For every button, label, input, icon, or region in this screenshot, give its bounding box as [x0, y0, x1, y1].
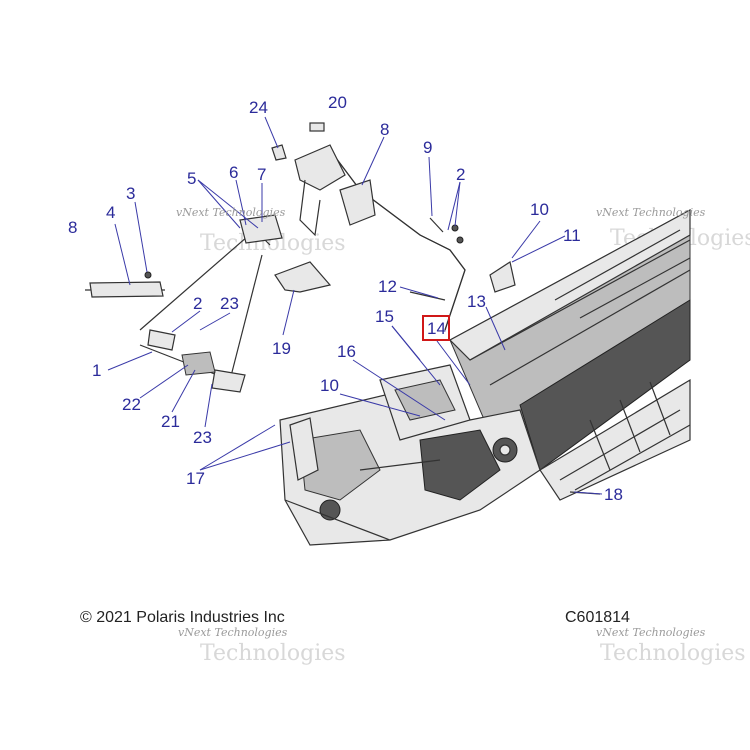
- watermark-brand: vNext Technologies: [178, 626, 288, 639]
- callout-8[interactable]: 8: [380, 120, 389, 139]
- callout-6[interactable]: 6: [229, 163, 238, 182]
- callout-3[interactable]: 3: [126, 184, 135, 203]
- callout-16[interactable]: 16: [337, 342, 356, 361]
- callout-10[interactable]: 10: [530, 200, 549, 219]
- callout-4[interactable]: 4: [106, 203, 115, 222]
- callout-14-highlighted[interactable]: 14: [427, 319, 446, 338]
- watermark-brand: vNext Technologies: [596, 626, 706, 639]
- highlight-box: [422, 315, 450, 341]
- callout-12[interactable]: 12: [378, 277, 397, 296]
- front-chassis: [279, 364, 541, 546]
- callout-5[interactable]: 5: [187, 169, 196, 188]
- callout-18[interactable]: 18: [604, 485, 623, 504]
- callout-13[interactable]: 13: [467, 292, 486, 311]
- callout-2-left[interactable]: 2: [193, 294, 202, 313]
- watermark-faint: Technologies: [600, 641, 746, 666]
- callouts: 24 20 8 9 2 3 5 6 7 4 8 10 11 12 14 13 1…: [68, 93, 623, 504]
- callout-1[interactable]: 1: [92, 361, 101, 380]
- front-frame: [85, 122, 601, 495]
- callout-21[interactable]: 21: [161, 412, 180, 431]
- callout-11[interactable]: 11: [563, 226, 581, 245]
- watermark-faint: Technologies: [200, 641, 346, 666]
- copyright-text: © 2021 Polaris Industries Inc: [80, 609, 285, 626]
- watermark-brand: vNext Technologies: [176, 206, 286, 219]
- callout-17[interactable]: 17: [186, 469, 205, 488]
- callout-10-lower[interactable]: 10: [320, 376, 339, 395]
- callout-7[interactable]: 7: [257, 165, 266, 184]
- callout-23-upper[interactable]: 23: [220, 294, 239, 313]
- callout-8-left[interactable]: 8: [68, 218, 77, 237]
- callout-15[interactable]: 15: [375, 307, 394, 326]
- callout-24[interactable]: 24: [249, 98, 268, 117]
- steering-post: [294, 144, 466, 331]
- callout-22[interactable]: 22: [122, 395, 141, 414]
- leader-lines: [107, 116, 603, 495]
- callout-2[interactable]: 2: [456, 165, 465, 184]
- diagram-id: C601814: [565, 609, 630, 626]
- callout-20[interactable]: 20: [328, 93, 347, 112]
- callout-23-lower[interactable]: 23: [193, 428, 212, 447]
- watermark-brand: vNext Technologies: [596, 206, 706, 219]
- callout-19[interactable]: 19: [272, 339, 291, 358]
- callout-9[interactable]: 9: [423, 138, 432, 157]
